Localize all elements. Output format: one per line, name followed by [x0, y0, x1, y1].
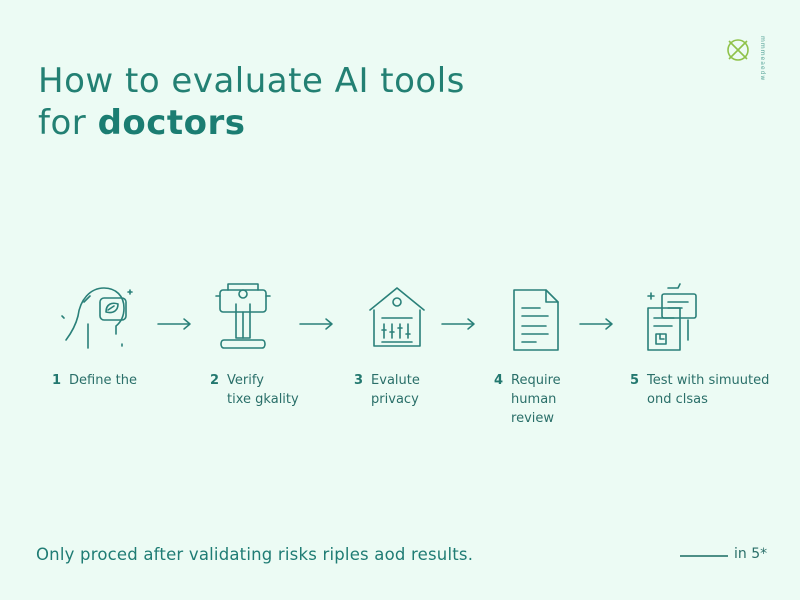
step-number: 1	[52, 373, 62, 388]
step-label-2: 2 Verify tixe gkality	[210, 371, 299, 409]
footer-note: Only proced after validating risks riple…	[36, 545, 474, 564]
arrow-right-icon	[578, 316, 616, 332]
title-line-2-prefix: for	[38, 103, 98, 143]
page-title: How to evaluate AI tools for doctors	[38, 60, 465, 144]
step-text: Test with simuuted ond clsas	[647, 373, 770, 407]
step-label-1: 1 Define the	[52, 371, 137, 390]
brand-side-text: mmmeaedw	[759, 36, 766, 82]
step-number: 5	[630, 373, 640, 388]
arrow-right-icon	[440, 316, 478, 332]
step-number: 3	[354, 373, 364, 388]
stacked-documents-icon	[630, 280, 720, 360]
head-brain-icon	[48, 280, 138, 360]
house-data-icon	[352, 280, 442, 360]
step-label-4: 4 Require human review	[494, 371, 561, 428]
person-figure-icon	[198, 280, 288, 360]
step-text: Define the	[69, 373, 137, 388]
step-number: 4	[494, 373, 504, 388]
step-text: Verify tixe gkality	[227, 373, 299, 407]
title-line-2-bold: doctors	[97, 103, 246, 143]
step-number: 2	[210, 373, 220, 388]
step-text: Require human review	[511, 373, 561, 426]
arrow-right-icon	[156, 316, 194, 332]
arrow-right-icon	[298, 316, 336, 332]
footer-divider	[680, 555, 728, 557]
step-label-3: 3 Evalute privacy	[354, 371, 420, 409]
step-text: Evalute privacy	[371, 373, 420, 407]
title-line-1: How to evaluate AI tools	[38, 61, 465, 101]
footer-badge: in 5*	[734, 546, 768, 562]
document-icon	[490, 280, 580, 360]
step-label-5: 5 Test with simuuted ond clsas	[630, 371, 769, 409]
circle-x-logo-icon	[724, 36, 752, 64]
